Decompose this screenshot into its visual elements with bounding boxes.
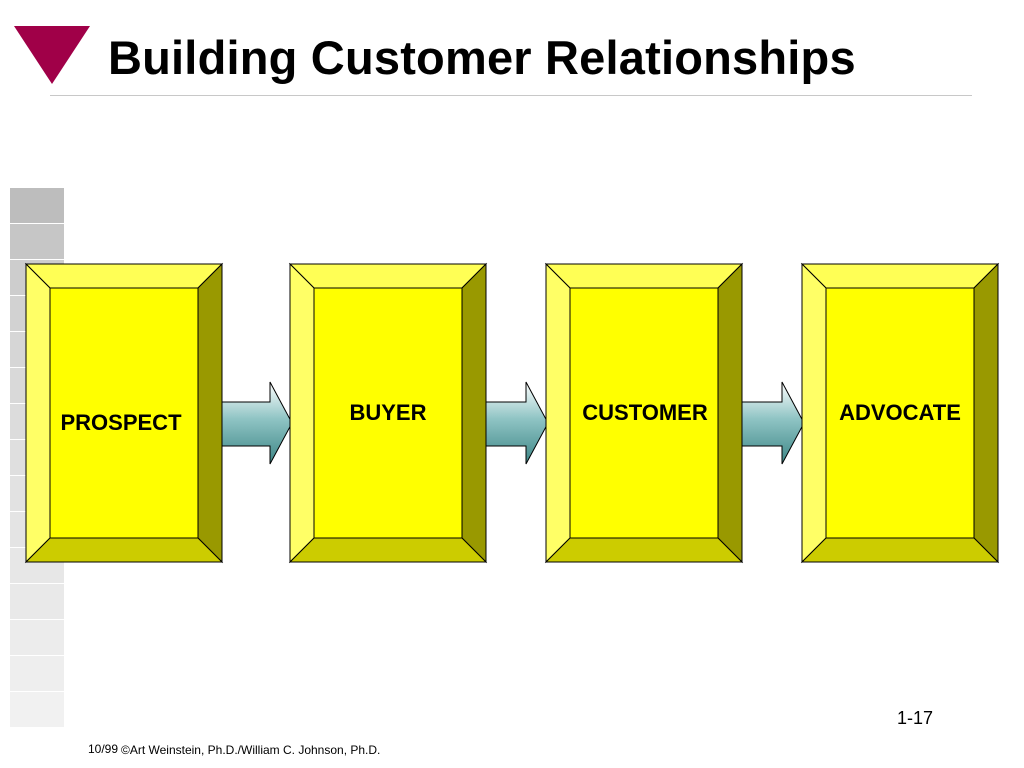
flow-arrow-icon xyxy=(219,381,293,465)
bevel-top xyxy=(24,263,224,289)
footer-date: 10/99 xyxy=(88,742,119,756)
footer-copyright: ©Art Weinstein, Ph.D./William C. Johnson… xyxy=(121,743,381,757)
stage-box xyxy=(800,262,1000,564)
bevel-right xyxy=(461,262,487,564)
box-face xyxy=(313,287,463,539)
title-divider xyxy=(50,95,972,96)
triangle-marker-icon xyxy=(14,26,90,84)
stage-label: BUYER xyxy=(349,400,427,425)
stage-label: CUSTOMER xyxy=(582,400,708,425)
flow-arrow-icon xyxy=(739,381,805,465)
bevel-top xyxy=(544,263,744,289)
bevel-top xyxy=(800,263,1000,289)
bevel-right xyxy=(197,262,223,564)
bevel-bottom xyxy=(800,537,1000,563)
bevel-bottom xyxy=(544,537,744,563)
stage-box xyxy=(288,262,488,564)
bevel-right xyxy=(973,262,999,564)
bevel-right xyxy=(717,262,743,564)
box-face xyxy=(825,287,975,539)
flow-arrow-icon xyxy=(483,381,549,465)
stage-label: PROSPECT xyxy=(60,410,182,435)
stage-label: ADVOCATE xyxy=(839,400,961,425)
box-face xyxy=(569,287,719,539)
bevel-bottom xyxy=(288,537,488,563)
bevel-left xyxy=(289,262,315,564)
stage-box xyxy=(24,262,224,564)
page-number: 1-17 xyxy=(897,708,934,728)
bevel-left xyxy=(801,262,827,564)
slide-title: Building Customer Relationships xyxy=(108,31,856,84)
bevel-bottom xyxy=(24,537,224,563)
bevel-left xyxy=(25,262,51,564)
bevel-left xyxy=(545,262,571,564)
bevel-top xyxy=(288,263,488,289)
stage-box xyxy=(544,262,744,564)
box-face xyxy=(49,287,199,539)
